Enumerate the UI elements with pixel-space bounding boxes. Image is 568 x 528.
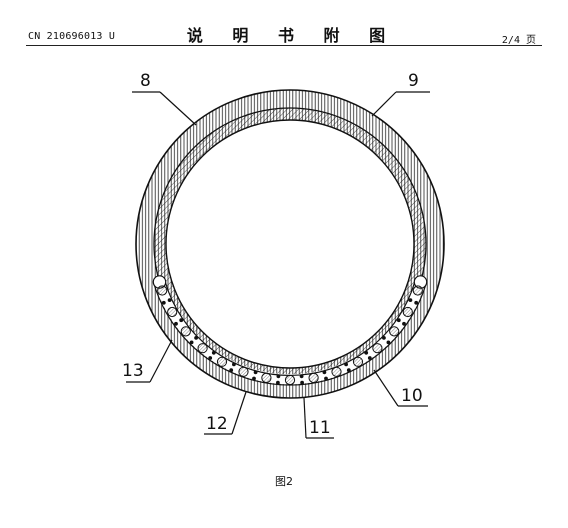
ball	[180, 326, 191, 337]
spacer-dot	[252, 376, 256, 381]
spacer-dot	[194, 336, 199, 340]
ball	[216, 356, 228, 367]
spacer-dot	[174, 321, 178, 326]
ball	[261, 372, 272, 383]
ball	[157, 285, 168, 296]
spacer-dot	[189, 340, 194, 345]
page-title: 说 明 书 附 图	[186, 26, 398, 45]
label-9: 9	[408, 71, 419, 91]
spacer-dot	[179, 318, 184, 323]
ball	[167, 306, 178, 318]
label-12: 12	[206, 414, 228, 434]
ball	[238, 366, 249, 377]
spacer-dot	[161, 300, 166, 305]
spacer-dot	[408, 298, 413, 302]
ball-chain	[157, 285, 423, 386]
reference-labels: 8 9 13 10 12 11	[122, 71, 430, 439]
spacer-dot	[276, 380, 280, 385]
spacer-dot	[346, 368, 351, 373]
ball	[197, 343, 208, 354]
spacer-dot	[324, 376, 328, 381]
label-10: 10	[401, 386, 423, 406]
label-8: 8	[140, 71, 151, 91]
leader-11-vert	[303, 397, 307, 439]
spacer-dot	[232, 362, 236, 367]
header-divider	[26, 45, 542, 46]
leader-12-diag	[231, 391, 247, 435]
spacer-dot	[402, 321, 406, 326]
ball	[352, 356, 364, 367]
page-number: 2/4 页	[501, 35, 536, 46]
ball	[284, 374, 296, 386]
spacer-dot	[382, 336, 386, 340]
spacer-dot	[322, 370, 327, 375]
bore	[165, 119, 415, 369]
ball	[308, 372, 319, 383]
spacer-dot	[167, 298, 172, 302]
leader-9-diag	[371, 91, 397, 117]
spacer-dot	[364, 350, 369, 355]
label-11: 11	[309, 418, 331, 438]
ball	[402, 306, 413, 318]
ball	[372, 343, 383, 354]
spacer-dot	[300, 380, 304, 385]
ball	[389, 326, 400, 337]
leader-10-diag	[373, 369, 399, 407]
figure-caption: 图2	[275, 475, 293, 488]
spacer-dot	[344, 362, 348, 367]
leader-13-diag	[149, 339, 173, 383]
spacer-dot	[208, 356, 213, 360]
publication-number: CN 210696013 U	[28, 31, 116, 42]
ball	[412, 285, 423, 296]
spacer-dot	[253, 370, 258, 375]
ball	[331, 366, 342, 377]
spacer-dot	[276, 374, 281, 379]
spacer-dot	[386, 340, 391, 345]
spacer-dot	[396, 318, 401, 323]
spacer-dot	[211, 350, 216, 355]
spacer-dot	[414, 300, 419, 305]
spacer-dot	[367, 356, 372, 360]
page-header: CN 210696013 U 说 明 书 附 图 2/4 页	[0, 0, 568, 50]
spacer-dot	[299, 374, 304, 379]
spacer-dot	[229, 368, 234, 373]
leader-8-diag	[159, 91, 197, 126]
label-13: 13	[122, 361, 144, 381]
